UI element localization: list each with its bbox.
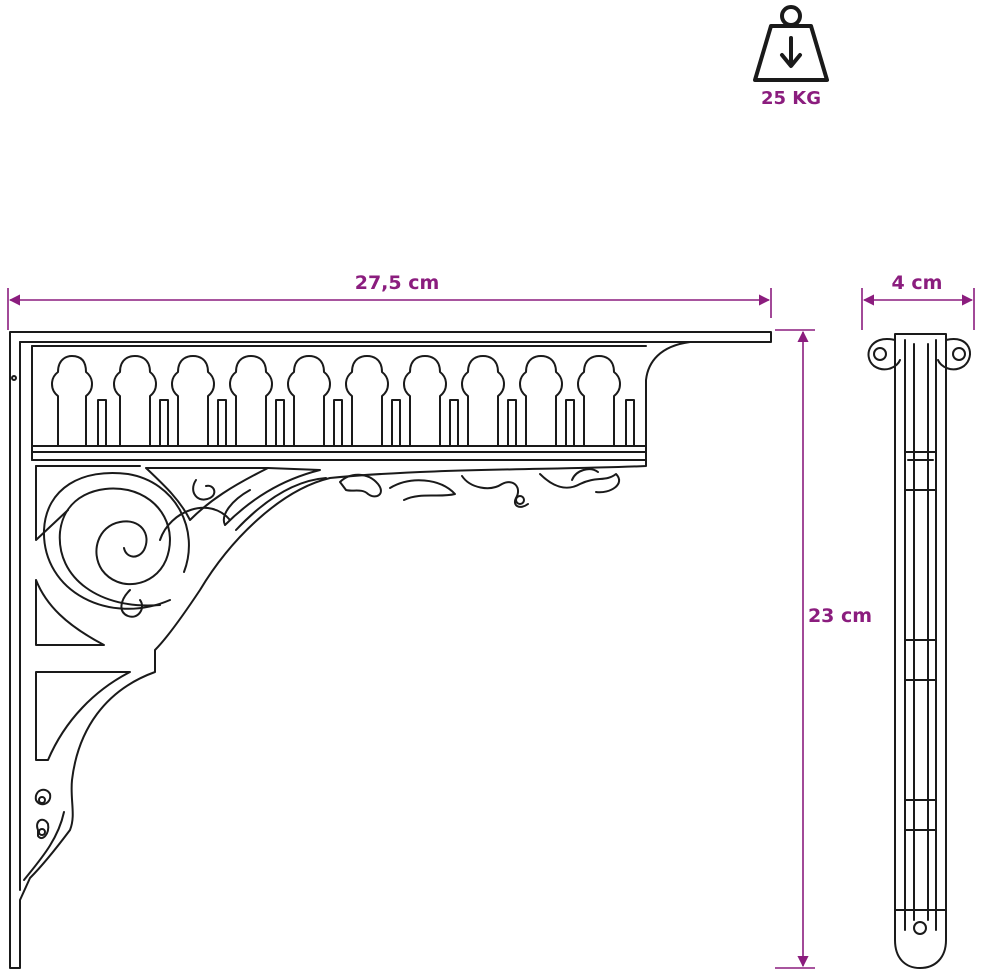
bracket-side-view (867, 333, 971, 969)
scroll-ornament (42, 472, 231, 618)
width-dimension (7, 288, 772, 330)
width-label: 27,5 cm (355, 272, 440, 294)
frieze-ornament (339, 468, 621, 508)
depth-dimension (861, 288, 975, 330)
height-dimension (775, 329, 815, 969)
height-label: 23 cm (808, 605, 872, 627)
balustrade (51, 355, 635, 447)
weight-capacity-label: 25 KG (761, 88, 821, 109)
bracket-front-view (9, 331, 772, 969)
depth-label: 4 cm (892, 272, 943, 294)
weight-icon (753, 5, 829, 82)
